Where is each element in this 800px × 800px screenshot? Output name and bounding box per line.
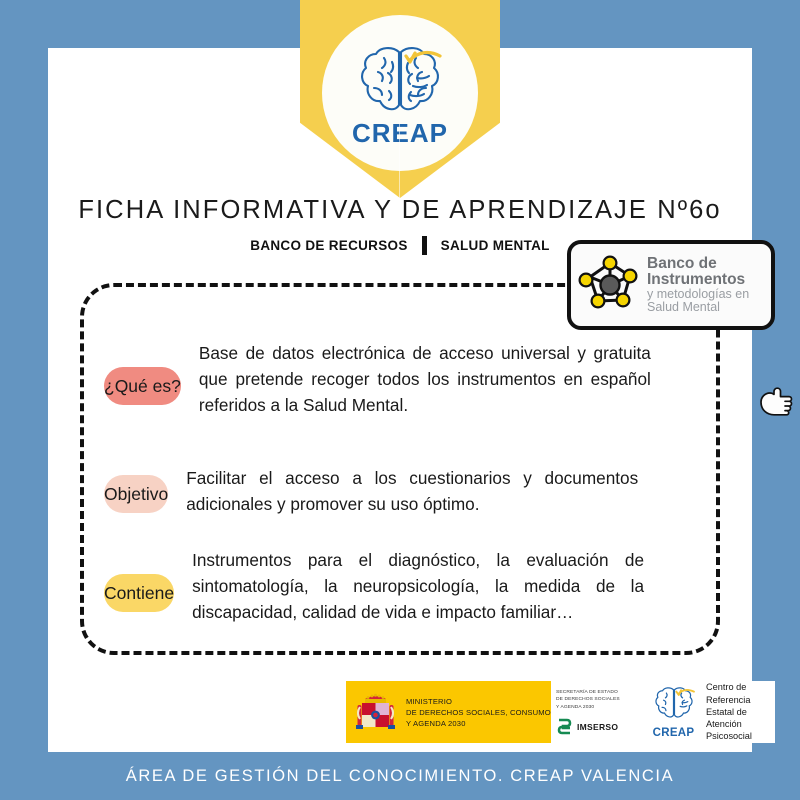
body-text-contiene: Instrumentos para el diagnóstico, la eva… <box>192 550 645 623</box>
bottom-banner: ÁREA DE GESTIÓN DEL CONOCIMIENTO. CREAP … <box>0 752 800 800</box>
pill-objetivo[interactable]: Objetivo <box>104 475 169 513</box>
content-row-que-es: ¿Qué es? Base de datos electrónica de ac… <box>104 340 651 418</box>
network-nodes-icon <box>577 254 643 316</box>
ministry-line1: MINISTERIO <box>406 696 453 706</box>
bi-line2: Instrumentos <box>647 271 746 289</box>
creap-logo-badge: CREAP <box>322 15 478 171</box>
ministry-line3: Y AGENDA 2030 <box>406 718 466 728</box>
pill-contiene[interactable]: Contiene <box>104 574 175 612</box>
body-text-que-es: Base de datos electrónica de acceso univ… <box>198 343 651 416</box>
creap-line4: Atención <box>706 719 742 730</box>
secretariat-line2: DE DERECHOS SOCIALES <box>556 697 620 703</box>
secretariat-line1: SECRETARÍA DE ESTADO <box>556 689 618 695</box>
creap-footer-wordmark: CREAP <box>652 727 695 739</box>
subtitle-left: BANCO DE RECURSOS <box>250 238 408 253</box>
content-row-contiene: Contiene Instrumentos para el diagnóstic… <box>104 547 644 625</box>
imserso-label: IMSERSO <box>577 721 619 732</box>
bi-line4: Salud Mental <box>647 299 720 314</box>
banco-instrumentos-text: Banco de Instrumentos y metodologías en … <box>647 256 749 314</box>
dashed-content-box <box>80 283 720 655</box>
brain-icon <box>650 685 698 728</box>
secretariat-line3: Y AGENDA 2030 <box>556 704 595 710</box>
creap-line5: Psicosocial <box>706 731 752 742</box>
creap-line1: Centro de <box>706 682 747 693</box>
pointing-hand-icon <box>755 382 795 422</box>
ribbon-crease <box>399 120 400 198</box>
footer-logos: MINISTERIO DE DERECHOS SOCIALES, CONSUMO… <box>346 681 775 743</box>
creap-footer-logo: CREAP Centro de Referencia Estatal de At… <box>643 681 775 743</box>
pill-wrap: Contiene <box>104 574 175 612</box>
bi-line1: Banco de <box>647 255 717 273</box>
bottom-banner-text: ÁREA DE GESTIÓN DEL CONOCIMIENTO. CREAP … <box>125 766 675 785</box>
creap-line3: Estatal de <box>706 706 747 717</box>
creap-line2: Referencia <box>706 694 751 705</box>
spain-coat-of-arms-icon <box>354 691 397 734</box>
imserso-mark-icon <box>556 718 573 735</box>
ministry-line2: DE DERECHOS SOCIALES, CONSUMO <box>406 707 551 717</box>
creap-footer-mark: CREAP <box>646 685 701 739</box>
subtitle-row: BANCO DE RECURSOS SALUD MENTAL <box>48 236 752 255</box>
ministry-text: MINISTERIO DE DERECHOS SOCIALES, CONSUMO… <box>406 696 551 729</box>
brain-icon <box>354 42 446 122</box>
bi-line3: y metodologías en <box>647 287 750 302</box>
pill-wrap: Objetivo <box>104 475 169 513</box>
page-title: FICHA INFORMATIVA Y DE APRENDIZAJE Nº6o <box>78 196 722 224</box>
body-text-objetivo: Facilitar el acceso a los cuestionarios … <box>186 468 639 515</box>
subtitle-right: SALUD MENTAL <box>440 238 550 253</box>
secretariat-text: SECRETARÍA DE ESTADO DE DERECHOS SOCIALE… <box>556 689 643 711</box>
ministry-logo: MINISTERIO DE DERECHOS SOCIALES, CONSUMO… <box>346 681 551 743</box>
banco-instrumentos-logo[interactable]: Banco de Instrumentos y metodologías en … <box>567 240 775 330</box>
imserso-logo: IMSERSO <box>556 718 643 735</box>
pill-wrap: ¿Qué es? <box>104 367 181 405</box>
pill-que-es[interactable]: ¿Qué es? <box>104 367 181 405</box>
content-row-objetivo: Objetivo Facilitar el acceso a los cuest… <box>104 465 638 517</box>
secretariat-logo: SECRETARÍA DE ESTADO DE DERECHOS SOCIALE… <box>551 681 643 743</box>
subtitle-separator <box>421 236 427 255</box>
creap-footer-text: Centro de Referencia Estatal de Atención… <box>706 681 752 742</box>
